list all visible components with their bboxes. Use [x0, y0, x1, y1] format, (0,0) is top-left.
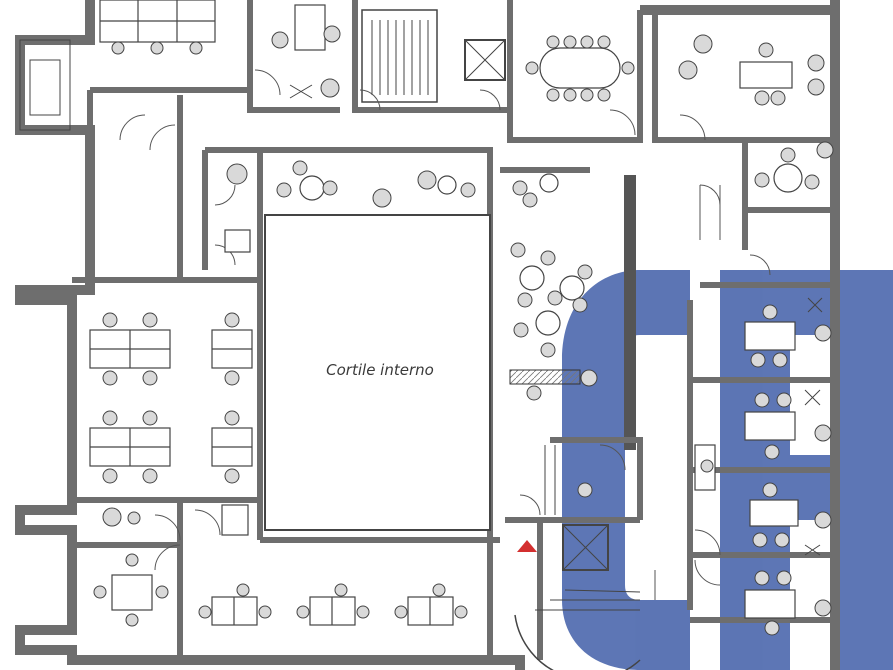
fixtures	[19, 39, 823, 556]
elevator-icon	[562, 524, 609, 571]
staircase-icon	[509, 369, 641, 670]
courtyard-label: Cortile interno	[326, 361, 434, 379]
staircase-icon	[361, 9, 438, 103]
workstations	[89, 0, 803, 626]
courtyard	[264, 214, 491, 531]
entrance-triangle-icon	[517, 540, 537, 552]
elevator-icon	[464, 39, 506, 81]
chairs	[93, 25, 834, 636]
inner-walls	[72, 0, 835, 660]
